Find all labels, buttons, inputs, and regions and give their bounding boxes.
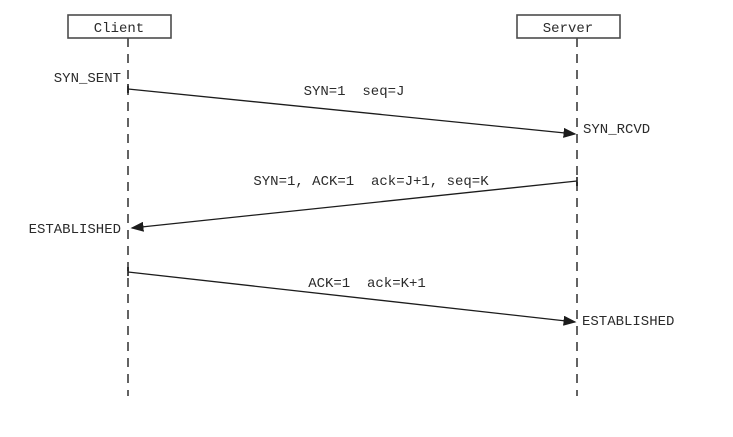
message-ack-label: ACK=1 ack=K+1 xyxy=(308,276,426,292)
message-syn-arrow xyxy=(127,88,577,138)
state-label-syn-rcvd: SYN_RCVD xyxy=(583,122,650,138)
message-syn-ack-label: SYN=1, ACK=1 ack=J+1, seq=K xyxy=(253,174,489,190)
state-label-syn-sent: SYN_SENT xyxy=(54,71,121,87)
actor-label-server: Server xyxy=(543,21,593,37)
message-syn-ack: SYN=1, ACK=1 ack=J+1, seq=K xyxy=(130,174,578,232)
actor-box-server xyxy=(516,14,621,39)
actor-server: Server xyxy=(516,14,621,39)
message-ack: ACK=1 ack=K+1 xyxy=(127,267,577,326)
message-syn-ack-arrow xyxy=(130,180,578,232)
state-label-established-server: ESTABLISHED xyxy=(582,314,674,330)
actor-client: Client xyxy=(67,14,172,39)
message-syn: SYN=1 seq=J xyxy=(127,84,577,138)
actor-box-client xyxy=(67,14,172,39)
message-syn-label: SYN=1 seq=J xyxy=(304,84,405,100)
state-label-established-client: ESTABLISHED xyxy=(29,222,121,238)
actor-label-client: Client xyxy=(94,21,144,37)
message-ack-arrow xyxy=(127,271,577,326)
